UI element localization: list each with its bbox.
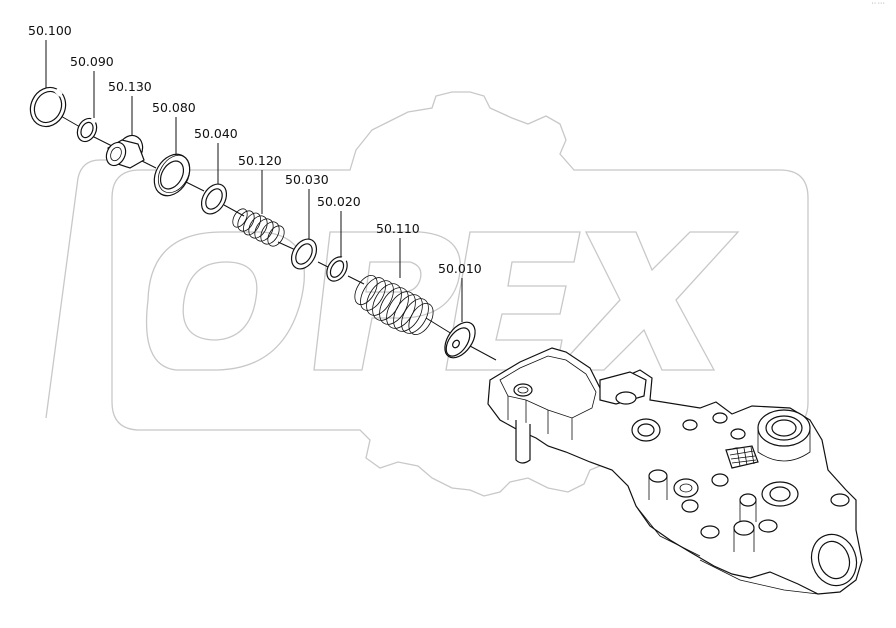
part-50-120-spring — [232, 208, 285, 247]
opex-watermark — [45, 91, 809, 497]
part-50-110-spring — [354, 275, 434, 335]
part-50-100-snap-ring — [29, 86, 67, 128]
callout-50-080: 50.080 — [152, 100, 196, 160]
callout-50-010: 50.010 — [438, 261, 482, 322]
callout-label: 50.020 — [317, 194, 361, 209]
housing-valve-body — [487, 347, 863, 595]
callout-50-130: 50.130 — [108, 79, 152, 140]
part-50-130-bushing — [105, 134, 145, 169]
callout-label: 50.090 — [70, 54, 114, 69]
callout-label: 50.100 — [28, 23, 72, 38]
callout-50-090: 50.090 — [70, 54, 114, 118]
callout-50-120: 50.120 — [238, 153, 282, 214]
callout-50-020: 50.020 — [317, 194, 361, 258]
callout-label: 50.080 — [152, 100, 196, 115]
callout-label: 50.010 — [438, 261, 482, 276]
corner-mark: ﾟﾟ ﾟﾟﾟ — [872, 2, 886, 9]
part-50-020-circlip — [326, 255, 348, 282]
callout-label: 50.130 — [108, 79, 152, 94]
callout-label: 50.120 — [238, 153, 282, 168]
part-50-090-circlip — [76, 117, 98, 143]
callout-50-040: 50.040 — [194, 126, 238, 190]
callout-label: 50.030 — [285, 172, 329, 187]
part-50-030-ring — [290, 238, 318, 270]
callout-50-110: 50.110 — [376, 221, 420, 278]
watermark-opex-letters — [145, 231, 740, 371]
part-50-080-washer — [153, 153, 191, 197]
callout-label: 50.110 — [376, 221, 420, 236]
callout-label: 50.040 — [194, 126, 238, 141]
part-50-040-ring — [200, 183, 228, 215]
part-50-010-piston — [444, 321, 476, 359]
watermark-gear-icon — [111, 91, 809, 497]
callout-50-030: 50.030 — [285, 172, 329, 240]
